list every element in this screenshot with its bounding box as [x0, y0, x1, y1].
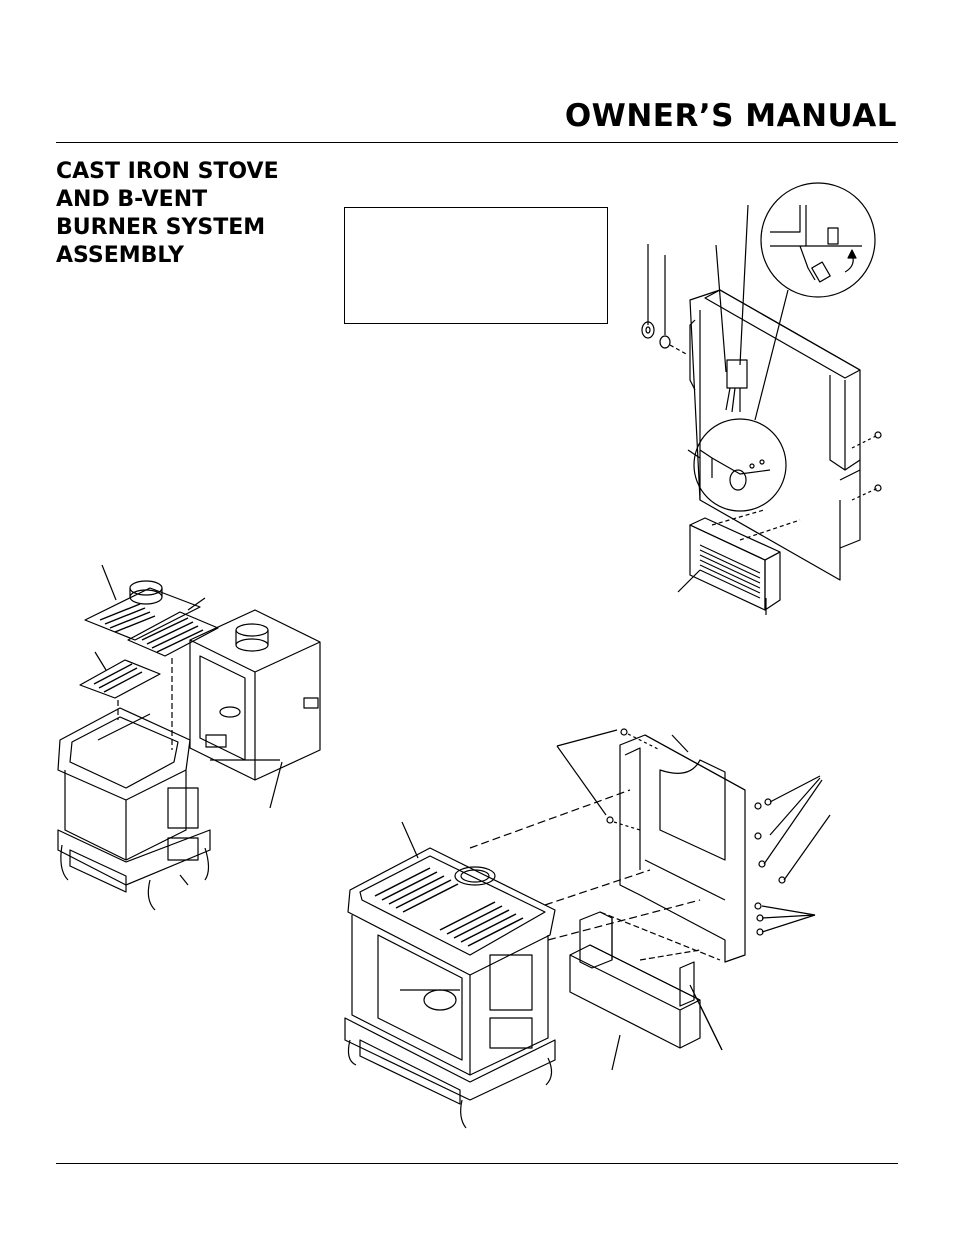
stove-rear-assembly-diagram [344, 728, 831, 1129]
section-title: CAST IRON STOVE AND B-VENT BURNER SYSTEM… [56, 158, 326, 270]
section-title-line-4: ASSEMBLY [56, 243, 184, 268]
section-title-line-1: CAST IRON STOVE [56, 159, 279, 184]
blower-assembly-diagram [641, 182, 882, 615]
header-rule [56, 142, 898, 143]
page-title: OWNER’S MANUAL [564, 98, 897, 134]
stove-firebox-exploded-diagram [57, 564, 321, 911]
footer-rule [56, 1163, 898, 1164]
notice-box [344, 207, 608, 324]
section-title-line-2: AND B-VENT [56, 187, 208, 212]
section-title-line-3: BURNER SYSTEM [56, 215, 266, 240]
